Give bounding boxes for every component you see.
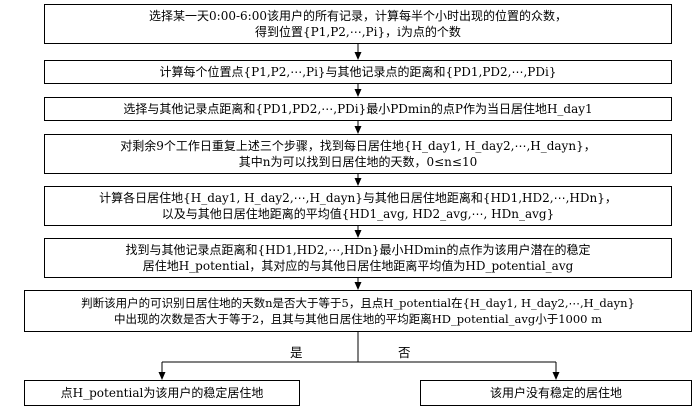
outcome-stable-box: 点H_potential为该用户的稳定居住地 [24, 380, 300, 406]
step-5-box: 计算各日居住地{H_day1, H_day2,⋯,H_dayn}与其他日居住地距… [44, 186, 672, 226]
step-4-line-2: 其中n为可以找到日居住地的天数，0≤n≤10 [238, 155, 478, 169]
step-3-line-1: 选择与其他记录点距离和{PD1,PD2,⋯,PDi}最小PDmin的点P作为当日… [123, 102, 593, 116]
step-4-box: 对剩余9个工作日重复上述三个步骤，找到每日居住地{H_day1, H_day2,… [44, 134, 672, 174]
step-5-line-2: 以及与其他日居住地距离的平均值{HD1_avg, HD2_avg,⋯, HDn_… [161, 207, 555, 221]
yes-branch-label: 是 [290, 345, 303, 360]
step-6-box: 找到与其他记录点距离和{HD1,HD2,⋯,HDn}最小HDmin的点作为该用户… [44, 238, 672, 278]
step-6-line-2: 居住地H_potential，其对应的与其他日居住地距离平均值为HD_poten… [142, 259, 574, 273]
outcome-unstable-text: 该用户没有稳定的居住地 [489, 386, 622, 400]
decision-box: 判断该用户的可识别日居住地的天数n是否大于等于5，且点H_potential在{… [24, 290, 692, 332]
outcome-stable-text: 点H_potential为该用户的稳定居住地 [60, 386, 264, 400]
step-1-line-2: 得到位置{P1,P2,⋯,Pi}，i为点的个数 [255, 25, 461, 39]
step-5-line-1: 计算各日居住地{H_day1, H_day2,⋯,H_dayn}与其他日居住地距… [99, 191, 617, 205]
decision-line-1: 判断该用户的可识别日居住地的天数n是否大于等于5，且点H_potential在{… [81, 296, 635, 310]
step-3-box: 选择与其他记录点距离和{PD1,PD2,⋯,PDi}最小PDmin的点P作为当日… [44, 97, 672, 121]
step-1-box: 选择某一天0:00-6:00该用户的所有记录，计算每半个小时出现的位置的众数， … [44, 4, 672, 44]
step-4-line-1: 对剩余9个工作日重复上述三个步骤，找到每日居住地{H_day1, H_day2,… [120, 139, 596, 153]
step-6-line-1: 找到与其他记录点距离和{HD1,HD2,⋯,HDn}最小HDmin的点作为该用户… [125, 243, 591, 257]
outcome-unstable-box: 该用户没有稳定的居住地 [420, 380, 692, 406]
decision-line-2: 中出现的次数是否大于等于2，且其与其他日居住地的平均距离HD_potential… [113, 312, 603, 326]
step-2-line-1: 计算每个位置点{P1,P2,⋯,Pi}与其他记录点的距离和{PD1,PD2,⋯,… [159, 65, 557, 79]
step-1-line-1: 选择某一天0:00-6:00该用户的所有记录，计算每半个小时出现的位置的众数， [149, 9, 567, 23]
step-2-box: 计算每个位置点{P1,P2,⋯,Pi}与其他记录点的距离和{PD1,PD2,⋯,… [44, 60, 672, 84]
no-branch-label: 否 [398, 345, 411, 360]
